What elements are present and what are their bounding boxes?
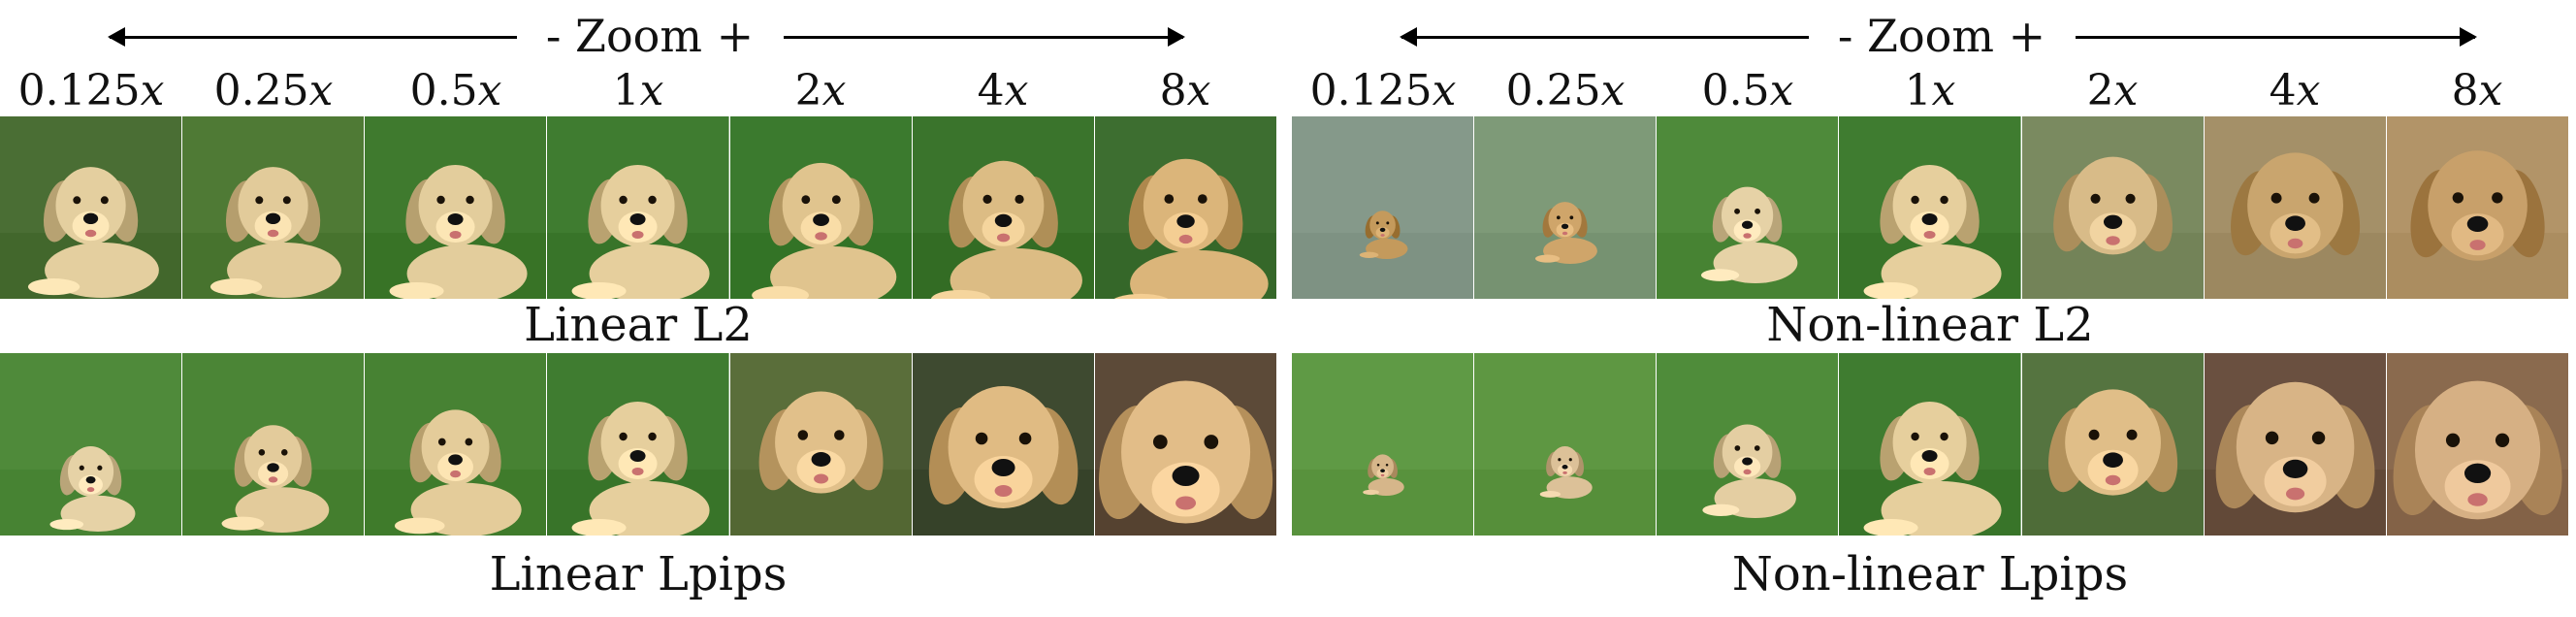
dog-image-tile: [2386, 116, 2568, 299]
image-row-nonlinear-l2: [1292, 116, 2568, 299]
caption-nonlinear-lpips: Non-linear Lpips: [1731, 547, 2129, 601]
dog-image-tile: [2021, 353, 2204, 536]
dog-image-tile: [1474, 353, 1657, 536]
scale-label: 0.25x: [1505, 66, 1626, 115]
scale-label: 0.5x: [409, 66, 502, 115]
zoom-header: - Zoom +: [0, 4, 1276, 68]
scale-label: 1x: [612, 66, 664, 115]
dog-image-tile: [2204, 353, 2386, 536]
image-row-linear-l2: [0, 116, 1276, 299]
image-row-nonlinear-lpips: [1292, 353, 2568, 536]
zoom-label: - Zoom +: [545, 10, 755, 62]
linear-panel: - Zoom + 0.125x 0.25x 0.5x 1x 2x 4x 8x L…: [0, 0, 1276, 617]
zoom-in-arrow: [784, 27, 1185, 47]
scale-label: 2x: [794, 66, 847, 115]
dog-image-tile: [1657, 116, 1839, 299]
dog-image-tile: [0, 353, 182, 536]
dog-image-tile: [912, 353, 1094, 536]
scale-label: 1x: [1904, 66, 1956, 115]
scale-label: 4x: [2269, 66, 2321, 115]
dog-image-tile: [2021, 116, 2204, 299]
scale-label: 0.25x: [213, 66, 334, 115]
caption-nonlinear-l2: Non-linear L2: [1766, 298, 2094, 352]
dog-image-tile: [182, 353, 365, 536]
scale-labels: 0.125x 0.25x 0.5x 1x 2x 4x 8x: [0, 64, 1276, 118]
dog-image-tile: [365, 116, 547, 299]
zoom-header: - Zoom +: [1292, 4, 2568, 68]
dog-image-tile: [1292, 116, 1474, 299]
dog-image-tile: [1839, 116, 2021, 299]
scale-label: 0.5x: [1701, 66, 1794, 115]
zoom-in-arrow: [2076, 27, 2477, 47]
image-row-linear-lpips: [0, 353, 1276, 536]
zoom-out-arrow: [1400, 27, 1809, 47]
scale-label: 8x: [1159, 66, 1211, 115]
scale-label: 2x: [2086, 66, 2139, 115]
dog-image-tile: [0, 116, 182, 299]
dog-image-tile: [1474, 116, 1657, 299]
dog-image-tile: [1839, 353, 2021, 536]
scale-label: 0.125x: [1309, 66, 1457, 115]
caption-linear-l2: Linear L2: [524, 298, 753, 352]
nonlinear-panel: - Zoom + 0.125x 0.25x 0.5x 1x 2x 4x 8x N…: [1292, 0, 2568, 617]
zoom-label: - Zoom +: [1837, 10, 2046, 62]
caption-linear-lpips: Linear Lpips: [489, 547, 788, 601]
dog-image-tile: [547, 116, 729, 299]
dog-image-tile: [2204, 116, 2386, 299]
dog-image-tile: [912, 116, 1094, 299]
scale-labels: 0.125x 0.25x 0.5x 1x 2x 4x 8x: [1292, 64, 2568, 118]
scale-label: 0.125x: [17, 66, 165, 115]
scale-label: 8x: [2451, 66, 2503, 115]
dog-image-tile: [729, 116, 912, 299]
dog-image-tile: [1094, 353, 1276, 536]
dog-image-tile: [547, 353, 729, 536]
dog-image-tile: [2386, 353, 2568, 536]
dog-image-tile: [1657, 353, 1839, 536]
scale-label: 4x: [977, 66, 1029, 115]
dog-image-tile: [365, 353, 547, 536]
dog-image-tile: [729, 353, 912, 536]
dog-image-tile: [1292, 353, 1474, 536]
dog-image-tile: [1094, 116, 1276, 299]
zoom-out-arrow: [108, 27, 517, 47]
dog-image-tile: [182, 116, 365, 299]
